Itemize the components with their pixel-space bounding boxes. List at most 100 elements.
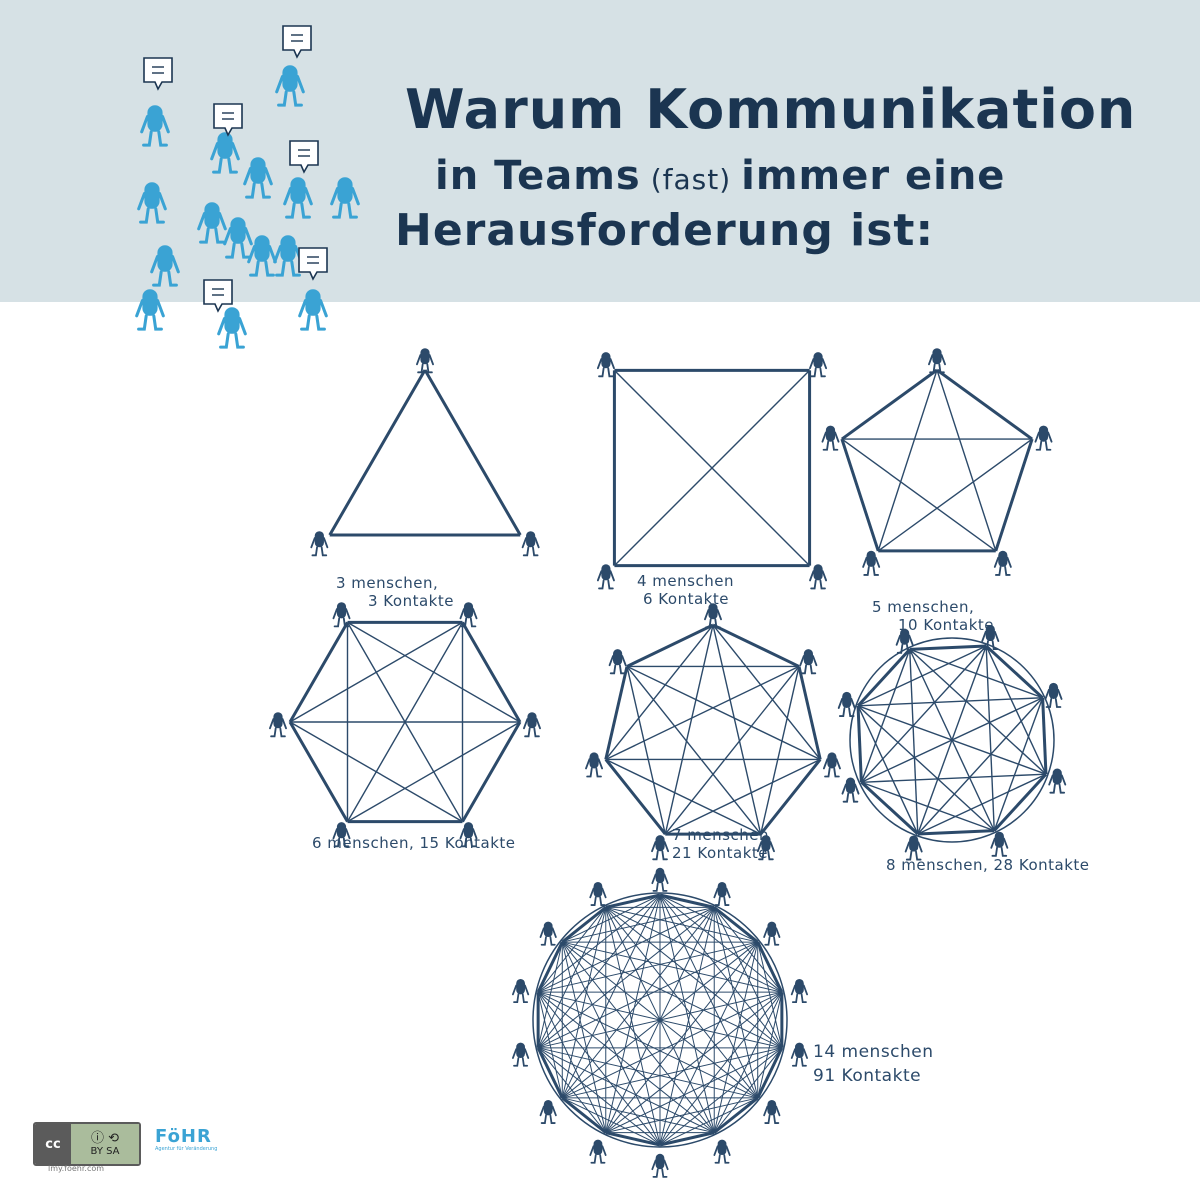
title-line-2: in Teams(fast)immer eine xyxy=(435,153,1185,199)
network-14-people xyxy=(512,867,808,1178)
contact-line xyxy=(760,666,800,835)
crowd-person-icon xyxy=(137,182,167,224)
person-icon xyxy=(990,831,1009,857)
person-icon xyxy=(651,1153,669,1178)
contact-line xyxy=(423,369,522,536)
crowd-person-icon xyxy=(150,245,180,287)
contact-line xyxy=(288,621,349,723)
contact-line xyxy=(461,721,522,823)
contact-line xyxy=(841,438,997,552)
contact-line xyxy=(536,1047,564,1099)
contact-line xyxy=(605,907,715,1133)
person-icon xyxy=(895,628,914,654)
contact-line xyxy=(659,893,715,909)
network-6-people xyxy=(269,602,541,848)
contact-line xyxy=(860,649,911,783)
contact-line xyxy=(561,941,661,1146)
page-title: Warum Kommunikation in Teams(fast)immer … xyxy=(395,78,1185,256)
person-icon xyxy=(981,624,1000,651)
contact-line xyxy=(858,697,1043,707)
person-icon xyxy=(589,881,607,906)
crowd-person-icon xyxy=(247,235,277,277)
title-line-2-paren: (fast) xyxy=(650,163,732,196)
person-icon xyxy=(651,867,669,892)
caption-5: 5 menschen, 10 Kontakte xyxy=(872,598,994,634)
caption-6: 6 menschen, 15 Kontakte xyxy=(312,834,516,852)
network-7-people xyxy=(585,603,841,861)
contact-line xyxy=(857,705,995,832)
brand-logo[interactable]: FöHR xyxy=(155,1126,212,1147)
contact-line xyxy=(857,705,919,835)
caption-3-people: 3 menschen, xyxy=(336,574,439,592)
contact-line xyxy=(712,623,800,668)
person-icon xyxy=(821,425,840,451)
contact-line xyxy=(537,906,715,1049)
person-icon xyxy=(539,1099,557,1124)
contact-line xyxy=(605,906,758,943)
contact-line xyxy=(713,991,783,1133)
person-icon xyxy=(596,352,615,378)
contact-line xyxy=(562,941,782,993)
person-icon xyxy=(837,691,856,717)
person-icon xyxy=(799,649,818,675)
contact-line xyxy=(993,773,1048,832)
caption-8-people: 8 menschen, 28 Kontakte xyxy=(886,856,1090,874)
contact-line xyxy=(936,368,1033,441)
contact-line xyxy=(909,649,919,834)
contact-line xyxy=(909,649,995,831)
person-icon xyxy=(809,352,828,378)
contact-line xyxy=(537,907,607,993)
person-icon xyxy=(704,603,722,629)
contact-line xyxy=(537,1047,715,1134)
person-icon xyxy=(713,1139,731,1164)
contact-line xyxy=(713,1096,759,1134)
person-icon xyxy=(596,564,615,590)
contact-line xyxy=(756,941,784,993)
crowd-person-icon xyxy=(210,132,240,174)
speech-bubble-icon xyxy=(143,57,173,91)
crowd-person-icon xyxy=(243,157,273,199)
person-icon xyxy=(1048,768,1067,794)
contact-line xyxy=(537,1047,607,1133)
contact-line xyxy=(561,907,607,1099)
crowd-person-icon xyxy=(140,105,170,147)
crowd-person-icon xyxy=(330,177,360,219)
contact-line xyxy=(936,369,997,552)
contact-line xyxy=(664,758,821,835)
cc-license-badge[interactable]: cc ⓘ ⟲ BY SA xyxy=(33,1122,141,1166)
contact-line xyxy=(659,1047,783,1146)
contact-line xyxy=(561,894,661,1099)
caption-4-people: 4 menschen xyxy=(637,572,734,590)
contact-line xyxy=(562,906,715,943)
caption-5-contacts: 10 Kontakte xyxy=(898,616,994,634)
caption-7: 7 menschen 21 Kontakte xyxy=(672,826,769,862)
contact-line xyxy=(626,666,666,835)
crowd-person-icon xyxy=(197,202,227,244)
person-icon xyxy=(822,752,841,778)
person-icon xyxy=(521,531,540,557)
contact-line xyxy=(917,829,995,836)
contact-line xyxy=(994,438,1034,552)
speech-bubble-icon xyxy=(213,103,243,137)
person-icon xyxy=(1044,682,1063,708)
person-icon xyxy=(512,978,530,1003)
contact-line xyxy=(856,648,911,707)
title-line-1: Warum Kommunikation xyxy=(405,78,1137,141)
person-icon xyxy=(651,835,670,861)
contact-line xyxy=(536,941,564,993)
person-icon xyxy=(763,1099,781,1124)
contact-line xyxy=(537,907,607,1049)
person-icon xyxy=(512,1042,530,1067)
contact-line xyxy=(713,906,759,944)
crowd-person-icon xyxy=(135,289,165,331)
contact-line xyxy=(537,1047,661,1146)
contact-line xyxy=(664,624,714,835)
contact-line xyxy=(605,1097,758,1134)
person-icon xyxy=(862,550,881,576)
contact-line xyxy=(861,781,995,832)
contact-line xyxy=(288,721,349,823)
contact-line xyxy=(797,666,822,760)
contact-line xyxy=(537,991,661,1146)
contact-line xyxy=(461,621,522,723)
